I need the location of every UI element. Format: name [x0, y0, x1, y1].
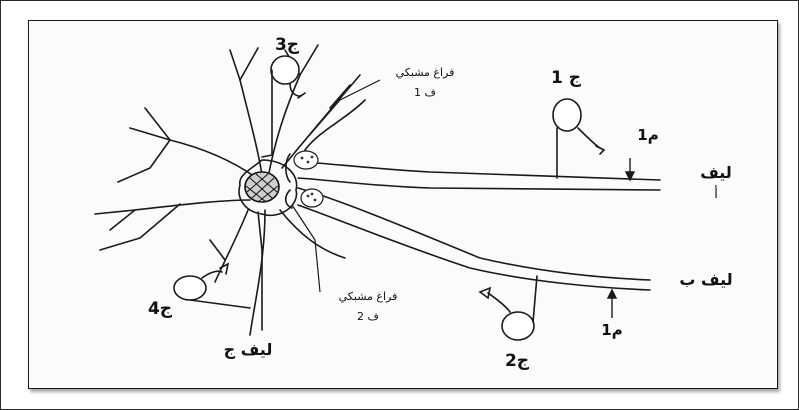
label-electrode-j2: ج2 — [505, 351, 530, 371]
fiber-a — [285, 153, 661, 191]
label-fiber-a-letter: أ — [714, 185, 718, 202]
synaptic-vesicles — [293, 150, 324, 208]
label-m1-upper: م1 — [637, 126, 658, 144]
electrode-j4 — [173, 262, 251, 309]
m1-arrow-upper — [624, 158, 636, 182]
label-electrode-j1: ج 1 — [551, 68, 582, 88]
electrode-j2 — [478, 275, 538, 341]
label-synapse2: فراغ مشبكي — [339, 290, 398, 303]
label-m1-lower: م1 — [601, 321, 622, 339]
figure-panel — [28, 20, 778, 389]
vesicle-dots — [300, 155, 317, 202]
label-electrode-j4: ج4 — [148, 299, 173, 319]
label-fiber-b: ليف ب — [679, 270, 732, 289]
synapse1-pointer — [294, 79, 381, 153]
electrode-j3 — [261, 55, 306, 158]
label-electrode-j3: ج3 — [275, 35, 300, 55]
electrode-j1 — [552, 98, 606, 179]
label-synapse1: فراغ مشبكي — [396, 66, 455, 79]
fiber-b — [284, 187, 651, 291]
label-fiber-j: ليف ج — [224, 340, 273, 359]
label-synapse2-id: ف 2 — [357, 310, 379, 323]
synapse2-pointer — [291, 204, 321, 293]
label-synapse1-id: ف 1 — [414, 86, 436, 99]
soma — [238, 159, 298, 217]
label-fiber-a: ليف — [700, 163, 732, 182]
m1-arrow-lower — [606, 288, 618, 318]
dendrites — [94, 44, 366, 336]
nucleus — [244, 171, 280, 203]
